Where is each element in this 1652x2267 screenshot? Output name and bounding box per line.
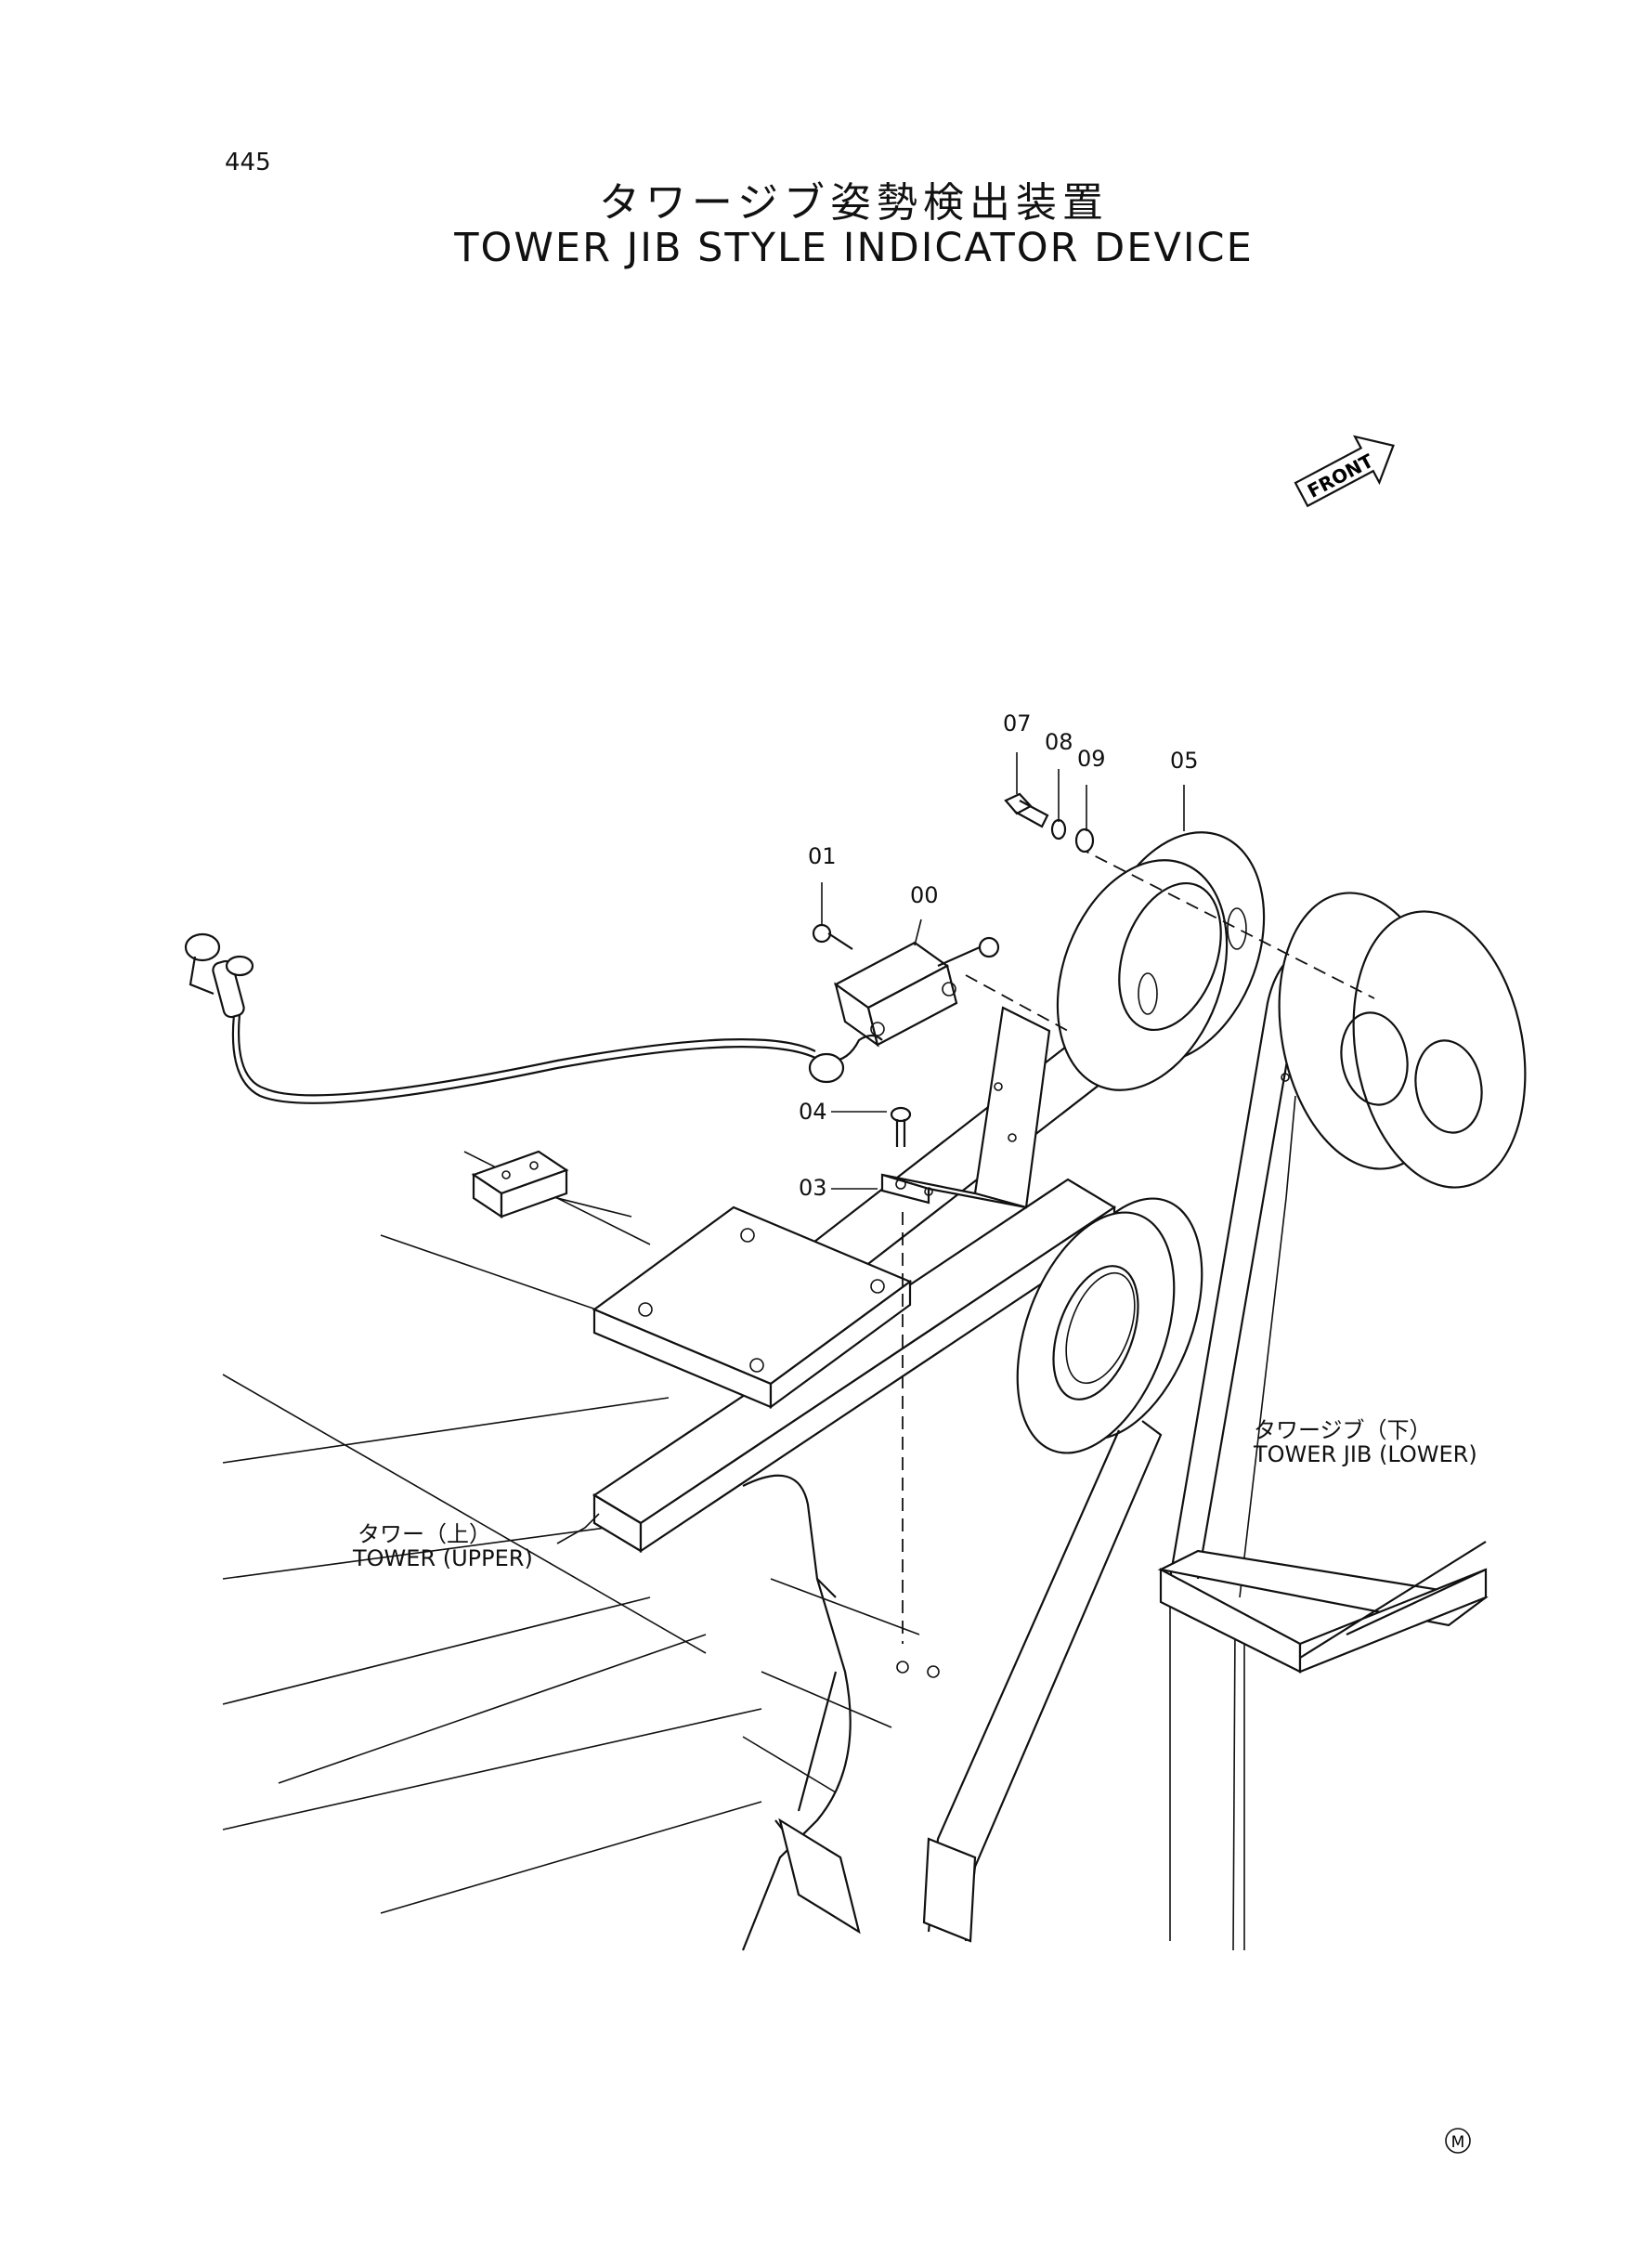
front-arrow-icon: FRONT (1294, 435, 1395, 508)
title-japanese: タワージブ姿勢検出装置 (598, 179, 1110, 227)
assembly-lines (896, 846, 1375, 1678)
bolt-07 (1004, 792, 1049, 828)
spring-washer-08 (1050, 818, 1067, 840)
washer-09 (1074, 827, 1095, 853)
tower-upper-pin-boss (1016, 1197, 1203, 1454)
limit-switch-00 (833, 936, 1000, 1048)
label-tower-jib-lower-en: TOWER JIB (LOWER) (1254, 1441, 1477, 1467)
mark-circle (1445, 2128, 1471, 2154)
ring-plate-05 (1056, 831, 1266, 1091)
callout-08: 08 (1045, 729, 1073, 755)
mounting-plate (592, 1205, 913, 1410)
screw-01 (812, 923, 853, 950)
tower-inner-arm (922, 1420, 1163, 1943)
label-tower-jib-lower-jp: タワージブ（下） (1254, 1417, 1432, 1443)
callout-04: 04 (799, 1099, 827, 1125)
mark-letter: M (1451, 2133, 1465, 2152)
tower-jib-lower (1157, 892, 1527, 1951)
callout-09: 09 (1077, 746, 1106, 772)
label-tower-upper-jp: タワー（上） (358, 1521, 491, 1547)
tower-upper-side-plate (741, 1474, 861, 1951)
callout-05: 05 (1170, 748, 1199, 774)
label-tower-upper-en: TOWER (UPPER) (353, 1545, 533, 1571)
connector-box (471, 1150, 569, 1219)
callout-00: 00 (910, 882, 939, 908)
title-english: TOWER JIB STYLE INDICATOR DEVICE (454, 225, 1254, 271)
bolt-04 (890, 1106, 912, 1147)
wire-harness (184, 932, 883, 1104)
callout-07: 07 (1003, 710, 1032, 736)
callout-03: 03 (799, 1175, 827, 1201)
callout-01: 01 (808, 843, 837, 869)
leader-lines (556, 752, 1185, 1544)
bracket-03 (880, 1006, 1051, 1209)
page-number: 445 (225, 149, 271, 176)
